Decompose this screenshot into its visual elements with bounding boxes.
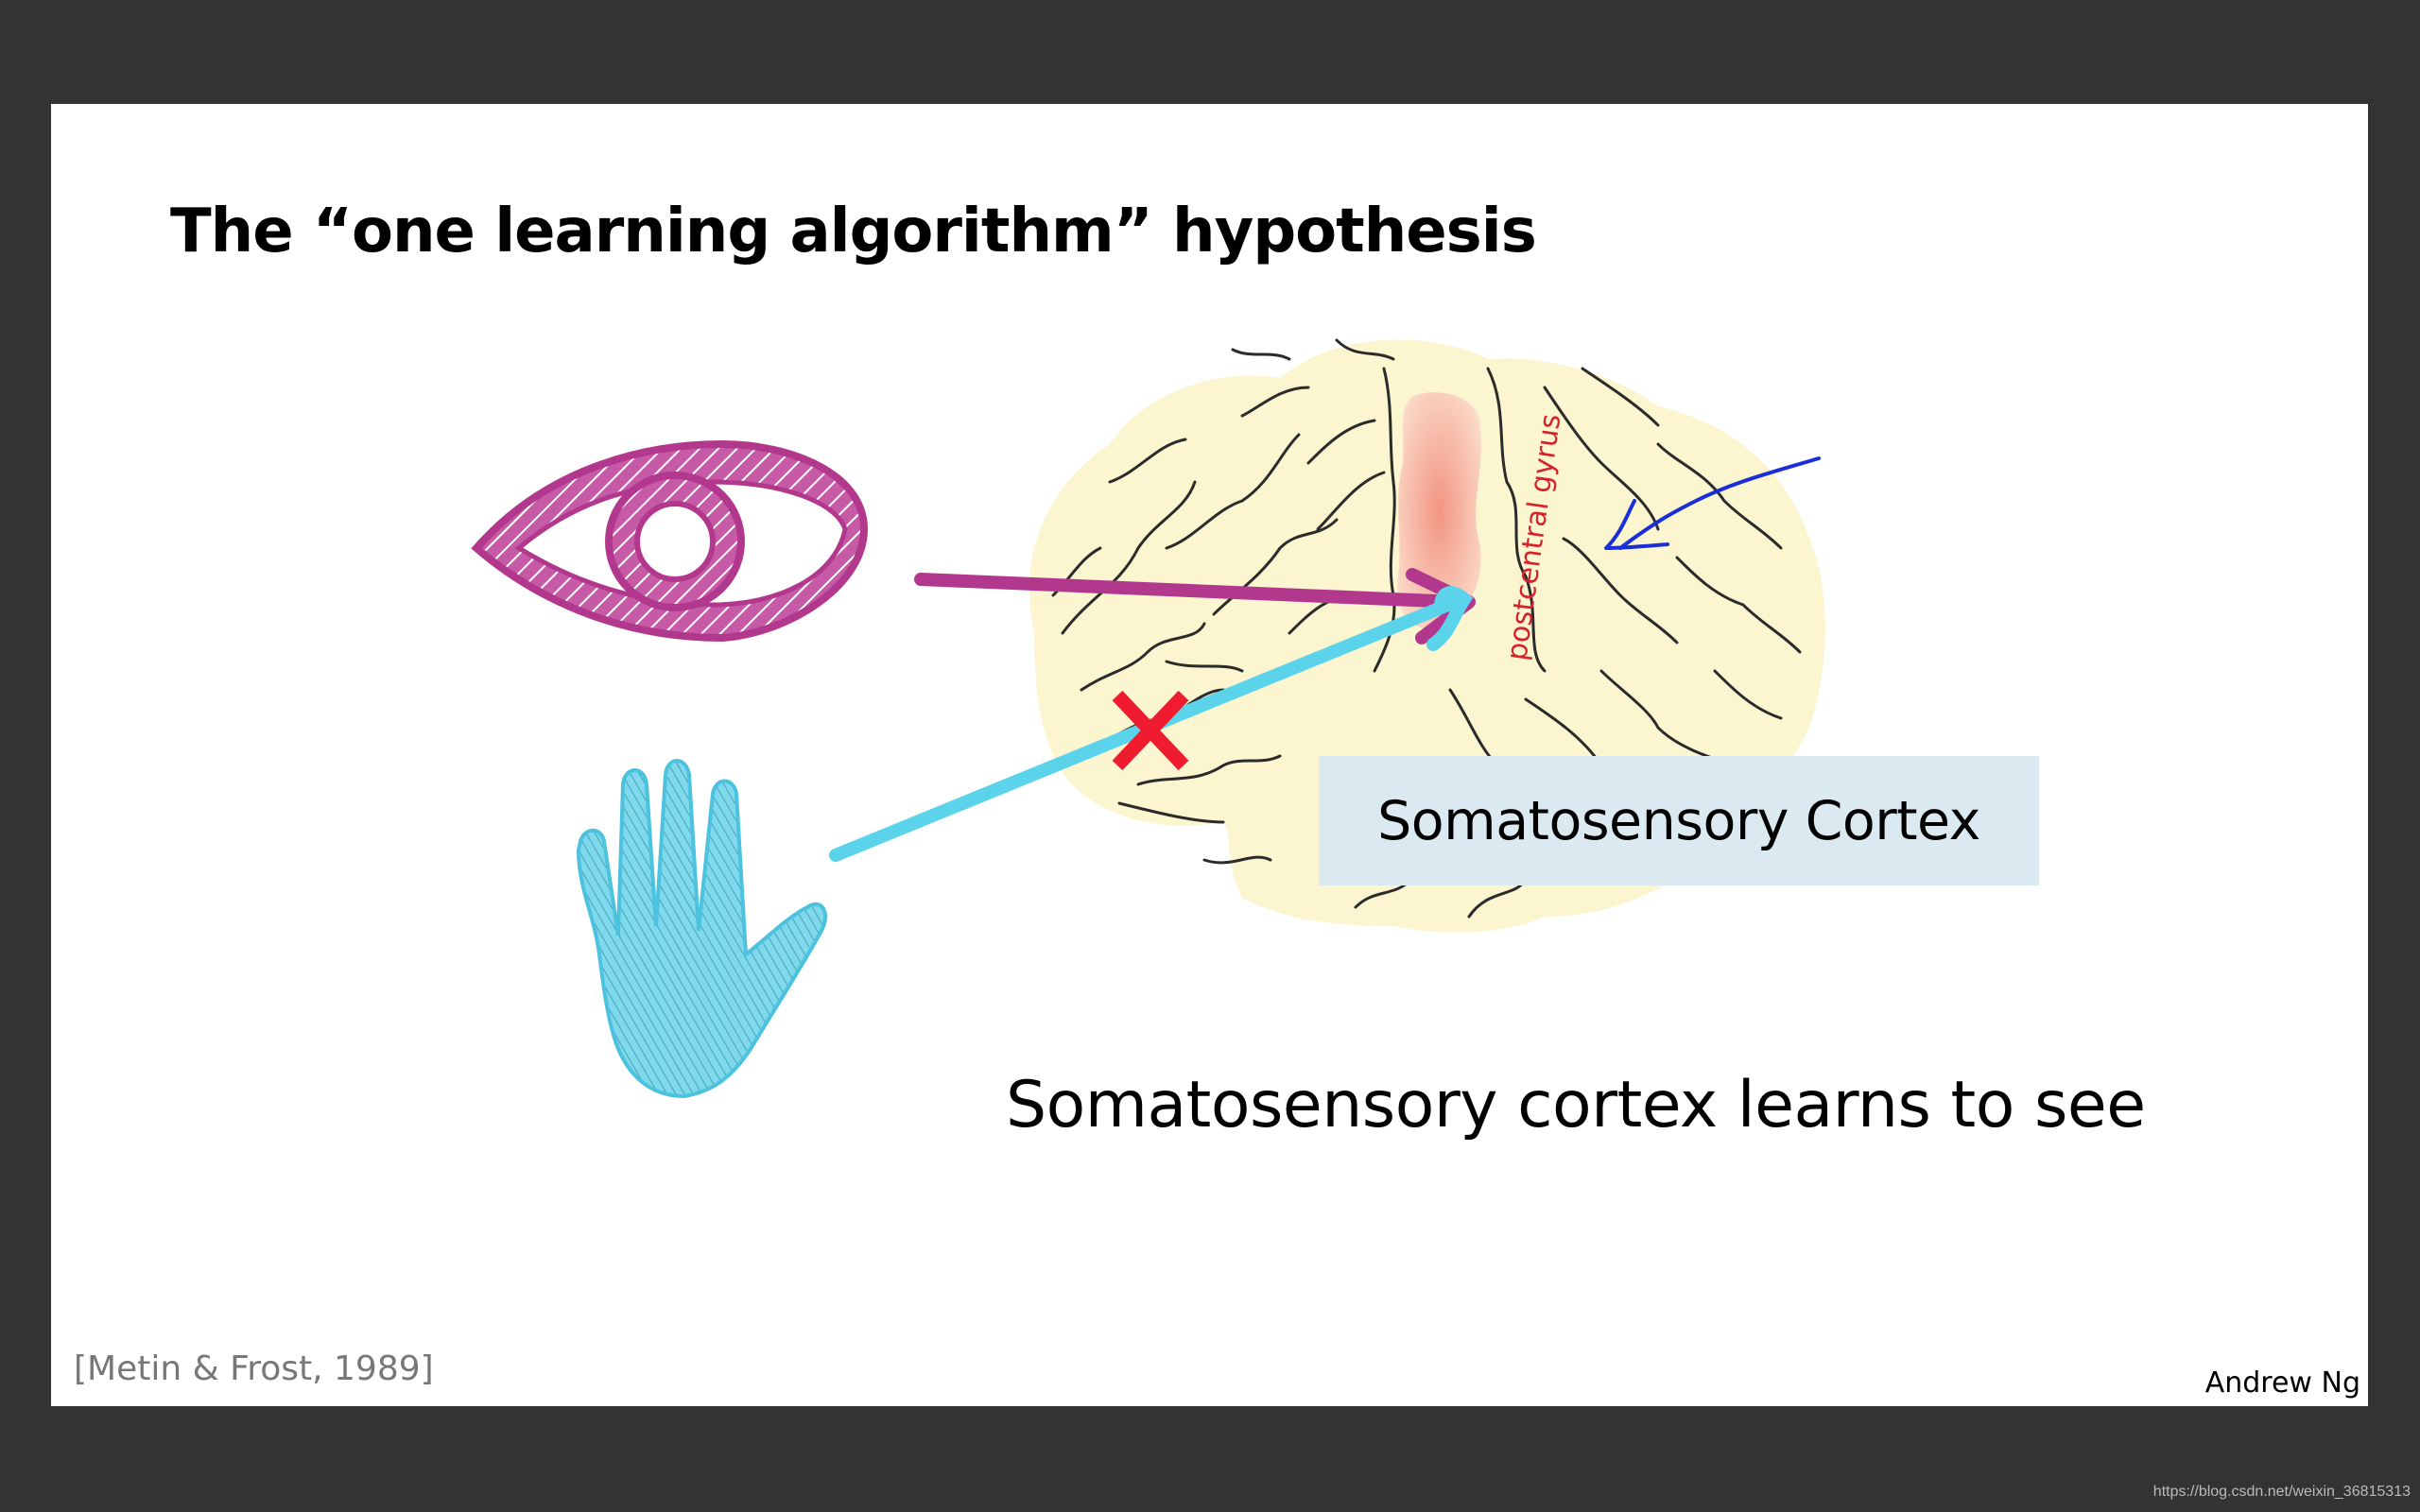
author-credit: Andrew Ng	[2204, 1366, 2360, 1400]
somatosensory-cortex-label: Somatosensory Cortex	[1319, 756, 2039, 885]
eye-icon	[471, 439, 869, 643]
citation: [Metin & Frost, 1989]	[74, 1349, 434, 1388]
cross-mark-icon	[1112, 690, 1189, 771]
slide-title: The “one learning algorithm” hypothesis	[170, 197, 1537, 266]
slide: The “one learning algorithm” hypothesis	[51, 104, 2368, 1406]
slide-illustration: postcentral gyrus	[471, 338, 1825, 1099]
somatosensory-cortex-text: Somatosensory Cortex	[1377, 789, 1980, 852]
slide-caption: Somatosensory cortex learns to see	[1006, 1068, 2146, 1143]
hand-icon	[576, 759, 827, 1099]
watermark-url: https://blog.csdn.net/weixin_36815313	[2152, 1484, 2411, 1500]
annotation-arrow	[1604, 456, 1821, 550]
